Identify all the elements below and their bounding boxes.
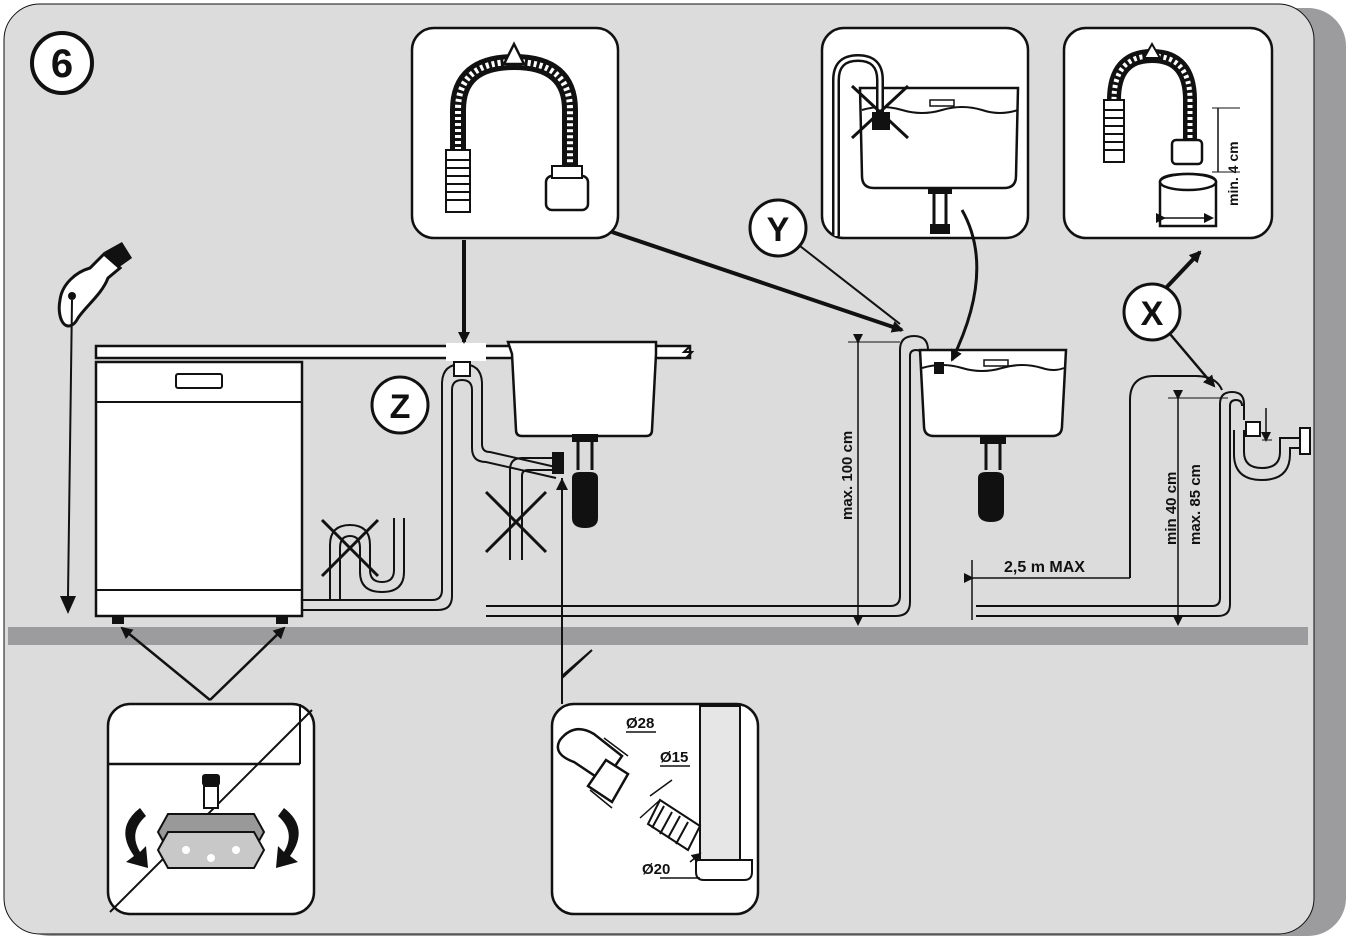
callout-x-label: X	[1141, 295, 1164, 333]
callout-x: X	[1122, 282, 1182, 342]
label-hose-length: 2,5 m MAX	[1004, 559, 1085, 576]
callout-z: Z	[370, 375, 430, 435]
pointer-foot-left	[120, 626, 211, 701]
wrong-siphon-left	[320, 518, 405, 600]
callout-x-leader	[1169, 333, 1216, 388]
callout-y-label: Y	[767, 211, 790, 249]
pointer-foot-right	[209, 626, 286, 701]
step-badge: 6	[30, 31, 94, 95]
hand-icon	[57, 242, 132, 328]
floor-line	[8, 627, 1308, 645]
dishwasher	[94, 360, 304, 624]
label-d20: Ø20	[642, 861, 670, 878]
plumb-bob-icon	[60, 596, 76, 614]
pointer-to-min-4	[1162, 250, 1202, 292]
label-min-4: min. 4 cm	[1225, 141, 1241, 206]
detail-panel-diameters: Ø28 Ø15 Ø20	[550, 702, 760, 916]
wrong-connection	[484, 452, 564, 560]
detail-panel-leveling-foot	[106, 702, 316, 916]
pointer-to-sink	[950, 209, 979, 362]
label-d15: Ø15	[660, 749, 688, 766]
label-min-40: min 40 cm	[1163, 472, 1180, 545]
pointer-to-y	[611, 230, 904, 333]
callout-y: Y	[748, 198, 808, 258]
drain-hose-x	[976, 375, 1311, 617]
label-max-100: max. 100 cm	[839, 431, 856, 520]
step-number: 6	[51, 42, 73, 86]
sink-right	[918, 348, 1068, 522]
sink-center	[506, 340, 658, 528]
callout-y-leader	[799, 245, 901, 325]
detail-panel-hose-guide	[410, 26, 620, 240]
plumb-line	[67, 299, 73, 597]
label-max-85: max. 85 cm	[1187, 464, 1204, 545]
callout-z-label: Z	[390, 388, 411, 426]
drain-hose-z	[302, 361, 561, 611]
detail-panel-min-4: min. 4 cm	[1062, 26, 1274, 240]
label-d28: Ø28	[626, 715, 654, 732]
detail-panel-wrong-submerged	[820, 26, 1030, 240]
